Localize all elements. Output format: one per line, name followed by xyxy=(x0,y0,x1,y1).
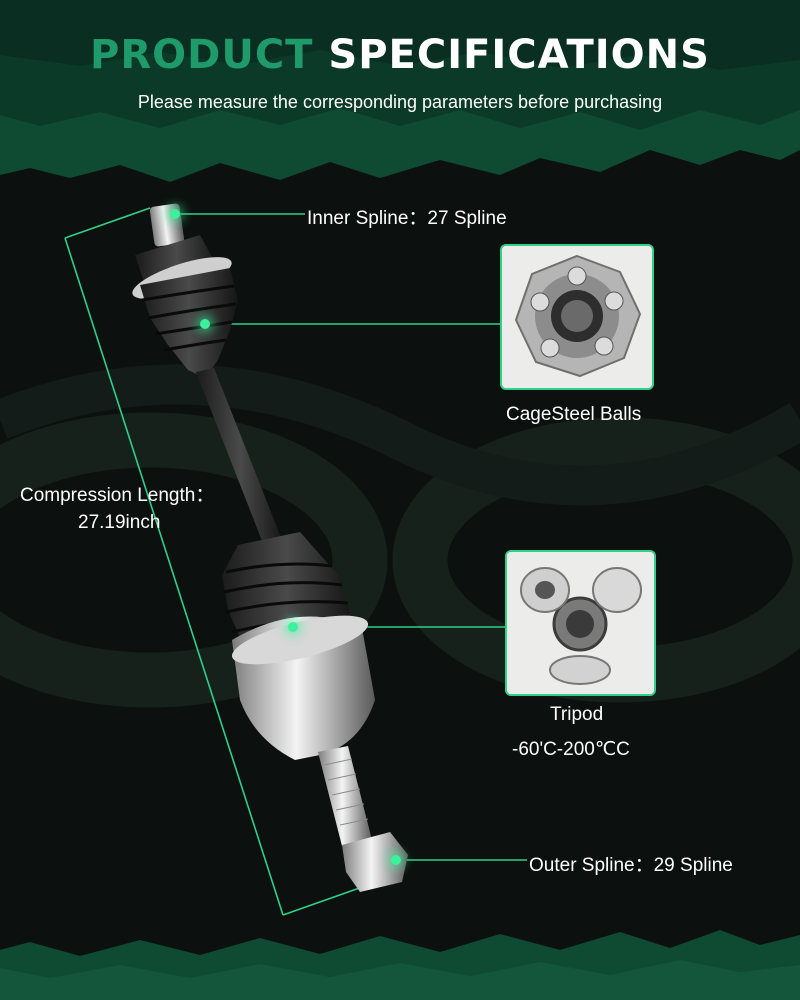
page-title: PRODUCT SPECIFICATIONS xyxy=(0,32,800,78)
title-rest: SPECIFICATIONS xyxy=(328,32,710,78)
compression-length-value: 27.19inch xyxy=(78,512,161,533)
cv-joint-cage-image xyxy=(500,244,654,390)
outer-spline-marker xyxy=(391,855,401,865)
tripod-joint-image xyxy=(505,550,656,696)
page-subtitle: Please measure the corresponding paramet… xyxy=(137,92,663,112)
tripod-marker xyxy=(288,622,298,632)
compression-length-label: Compression Length： xyxy=(20,485,215,506)
compression-bracket xyxy=(64,237,284,916)
inner-spline-marker xyxy=(170,209,180,219)
cage-marker xyxy=(200,319,210,329)
cage-label: CageSteel Balls xyxy=(506,404,642,425)
title-accent: PRODUCT xyxy=(90,32,314,78)
tripod-label: Tripod xyxy=(550,704,604,725)
tripod-temperature: -60'C-200℃C xyxy=(512,739,630,760)
inner-spline-label: Inner Spline：27 Spline xyxy=(307,208,507,229)
outer-spline-label: Outer Spline：29 Spline xyxy=(529,855,733,876)
